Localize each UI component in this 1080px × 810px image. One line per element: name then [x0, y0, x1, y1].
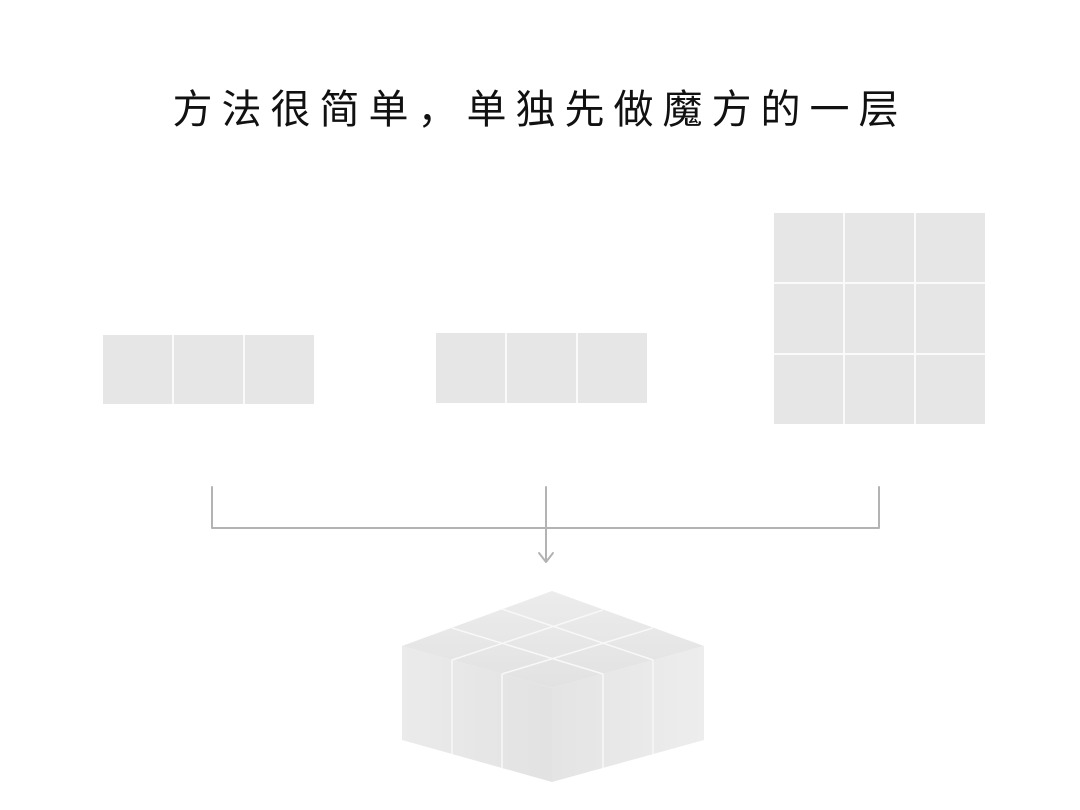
cube-top-face	[402, 591, 704, 688]
panel-cell	[845, 284, 914, 353]
layer-row-middle	[436, 333, 647, 403]
assembled-cube-layer	[402, 591, 704, 782]
panel-cell	[245, 335, 314, 404]
page-title: 方法很简单，单独先做魔方的一层	[172, 87, 908, 133]
panel-cell	[916, 355, 985, 424]
panel-cell	[916, 284, 985, 353]
connector-right-branch	[545, 486, 880, 529]
panel-cell	[774, 284, 843, 353]
panel-cell	[578, 333, 647, 403]
panel-cell	[507, 333, 576, 403]
panel-cell	[774, 213, 843, 282]
merge-connector	[211, 486, 880, 563]
panel-cell	[845, 355, 914, 424]
cube-left-face	[402, 646, 552, 782]
panel-cell	[774, 355, 843, 424]
layer-row-left	[103, 335, 314, 404]
panel-cell	[845, 213, 914, 282]
cube-grid-lines	[451, 608, 654, 768]
connector-left-branch	[211, 486, 547, 529]
panel-cell	[103, 335, 172, 404]
cube-right-face	[552, 646, 704, 782]
panel-cell	[436, 333, 505, 403]
panel-cell	[174, 335, 243, 404]
layer-grid-right	[774, 213, 985, 424]
panel-cell	[916, 213, 985, 282]
arrow-head-icon	[538, 552, 554, 563]
